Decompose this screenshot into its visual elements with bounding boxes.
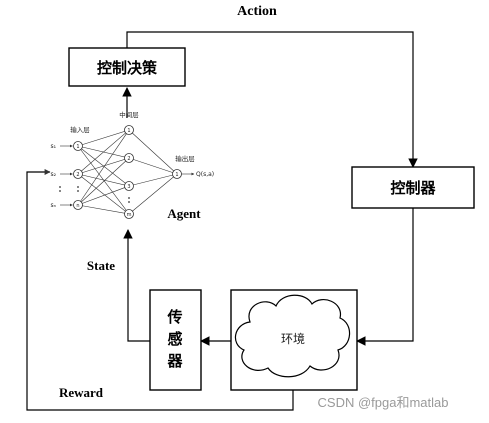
watermark: CSDN @fpga和matlab [318, 395, 449, 410]
controller-box [351, 166, 475, 209]
environment-cloud [234, 294, 351, 378]
nn-edge-in2-h2 [77, 185, 130, 206]
nn-edge-in2-h0 [77, 129, 130, 206]
nn-edge-in1-h2 [77, 173, 130, 187]
nn-hidden-node-label: 2 [127, 156, 130, 162]
nn-hidden-node [124, 209, 134, 219]
nn-ellipsis-dot [77, 190, 79, 192]
controller-label: 控制器 [390, 179, 436, 197]
environment-label: 环境 [281, 331, 305, 346]
action-arrow [126, 31, 418, 168]
action-label: Action [237, 4, 277, 19]
state-label: State [87, 258, 115, 273]
nn-hidden-node [124, 181, 134, 191]
nn-output-layer-title: 输出层 [175, 154, 195, 163]
nn-edge-in2-h3 [77, 204, 130, 215]
sensor-char-1: 传 [166, 308, 182, 326]
nn-input-label: s₁ [50, 143, 56, 150]
decision-label: 控制决策 [97, 59, 158, 77]
nn-output-node-label: 1 [175, 172, 178, 178]
reward-label: Reward [59, 385, 104, 400]
nn-input-node [73, 141, 83, 151]
environment-box [230, 289, 358, 391]
nn-input-node-label: n [76, 203, 79, 209]
decision-box [68, 47, 186, 87]
nn-input-node [73, 169, 83, 179]
nn-input-label: s₂ [50, 171, 56, 178]
nn-ellipsis-dot [77, 186, 79, 188]
reward-arrow [26, 169, 294, 411]
nn-edge-in0-h0 [77, 129, 130, 147]
nn-edge-h3-out [128, 173, 178, 215]
nn-edge-in1-h1 [77, 157, 130, 175]
nn-edge-in1-h0 [77, 129, 130, 175]
nn-ellipsis-dot [128, 197, 130, 199]
nn-hidden-node [124, 153, 134, 163]
nn-hidden-node-label: m [127, 212, 132, 218]
nn-input-label: sₙ [50, 202, 56, 209]
nn-edge-in1-h3 [77, 173, 130, 215]
control-to-env-arrow [356, 208, 414, 346]
state-arrow [123, 229, 150, 342]
nn-edge-h1-out [128, 157, 178, 175]
sensor-char-2: 感 [167, 330, 182, 348]
nn-hidden-node-label: 3 [127, 184, 130, 190]
nn-input-node-label: 2 [76, 172, 79, 178]
nn-hidden-node-label: 1 [127, 128, 130, 134]
nn-output-label: Q(s,a) [196, 171, 214, 178]
nn-input-node [73, 200, 83, 210]
nn-edge-in2-h1 [77, 157, 130, 206]
nn-input-layer-title: 输入层 [70, 125, 90, 134]
agent-label: Agent [167, 206, 201, 221]
sensor-box [149, 289, 202, 391]
nn-hidden-layer-title: 中间层 [119, 110, 139, 119]
nn-hidden-node [124, 125, 134, 135]
sensor-char-3: 器 [166, 352, 183, 370]
nn-ellipsis-dot [59, 190, 61, 192]
nn-edge-h2-out [128, 173, 178, 187]
nn-ellipsis-dot [128, 201, 130, 203]
nn-edge-h0-out [128, 129, 178, 175]
nn-input-node-label: 1 [76, 144, 79, 150]
nn-ellipsis-dot [59, 186, 61, 188]
